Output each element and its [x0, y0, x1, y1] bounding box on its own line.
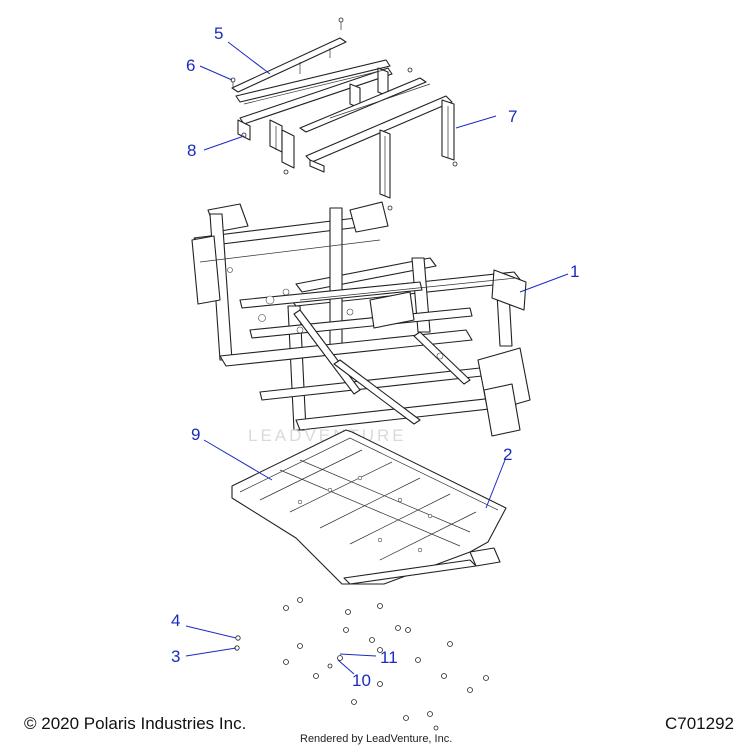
callout-3: 3: [171, 647, 180, 666]
callout-1: 1: [570, 262, 579, 281]
rendered-by-text: Rendered by LeadVenture, Inc.: [300, 733, 453, 745]
callout-9: 9: [191, 425, 200, 444]
roof-rack-front-frame: [231, 37, 393, 153]
callout-7: 7: [508, 107, 517, 126]
callout-2: 2: [503, 445, 512, 464]
callout-leaders: [185, 41, 569, 675]
callout-labels: 1 2 3 4 5 6 7 8 9 10 11: [171, 24, 579, 690]
callout-11: 11: [380, 648, 398, 667]
skid-plate-fasteners: [234, 597, 489, 731]
callout-4: 4: [171, 611, 180, 630]
callout-5: 5: [214, 24, 223, 43]
callout-8: 8: [187, 141, 196, 160]
diagram-code: C701292: [664, 714, 734, 733]
skid-plate: [231, 429, 507, 585]
roof-rack-rear-frame: [281, 77, 455, 199]
main-frame: [191, 201, 531, 437]
callout-10: 10: [352, 671, 371, 690]
copyright-text: © 2020 Polaris Industries Inc.: [24, 714, 247, 733]
callout-6: 6: [186, 56, 195, 75]
